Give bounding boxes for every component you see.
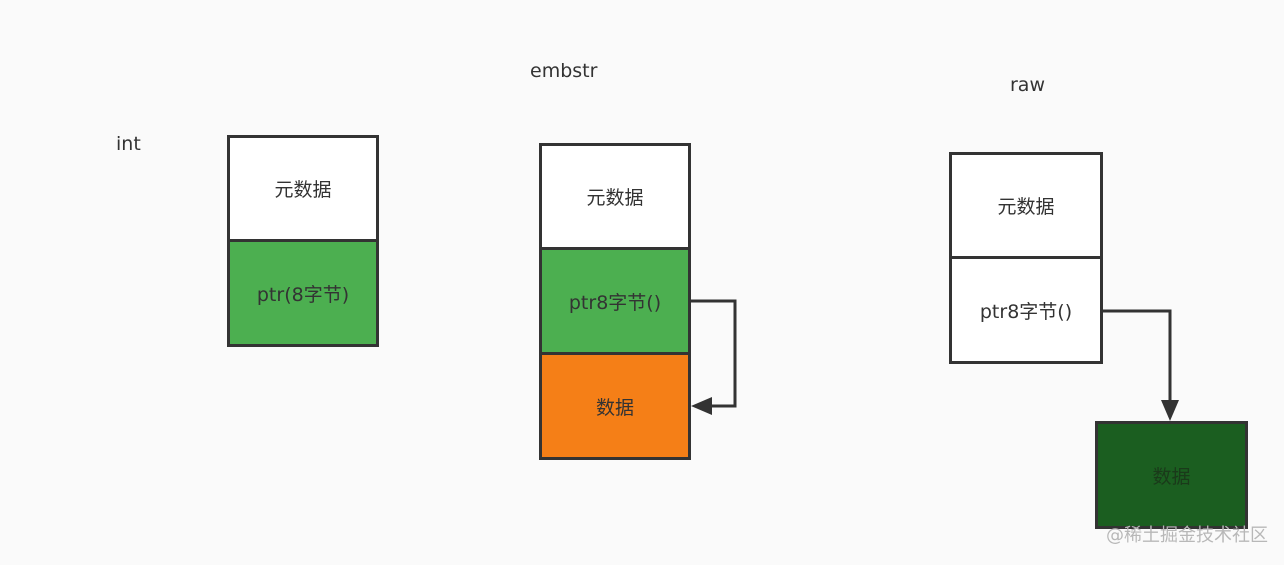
raw-ptr-box: ptr8字节() [949, 256, 1103, 364]
raw-data-box: 数据 [1095, 421, 1248, 529]
embstr-pointer-arrow [691, 299, 737, 408]
embstr-meta-box: 元数据 [539, 143, 691, 250]
int-title: int [116, 133, 141, 155]
embstr-arrowhead [691, 397, 712, 415]
raw-title: raw [1010, 74, 1045, 96]
embstr-ptr-box: ptr8字节() [539, 247, 691, 355]
raw-arrowhead [1161, 400, 1179, 421]
watermark: @稀土掘金技术社区 [1106, 525, 1268, 546]
embstr-data-box: 数据 [539, 352, 691, 460]
raw-pointer-arrow [1103, 309, 1172, 402]
embstr-title: embstr [530, 60, 598, 82]
int-ptr-box: ptr(8字节) [227, 239, 379, 347]
